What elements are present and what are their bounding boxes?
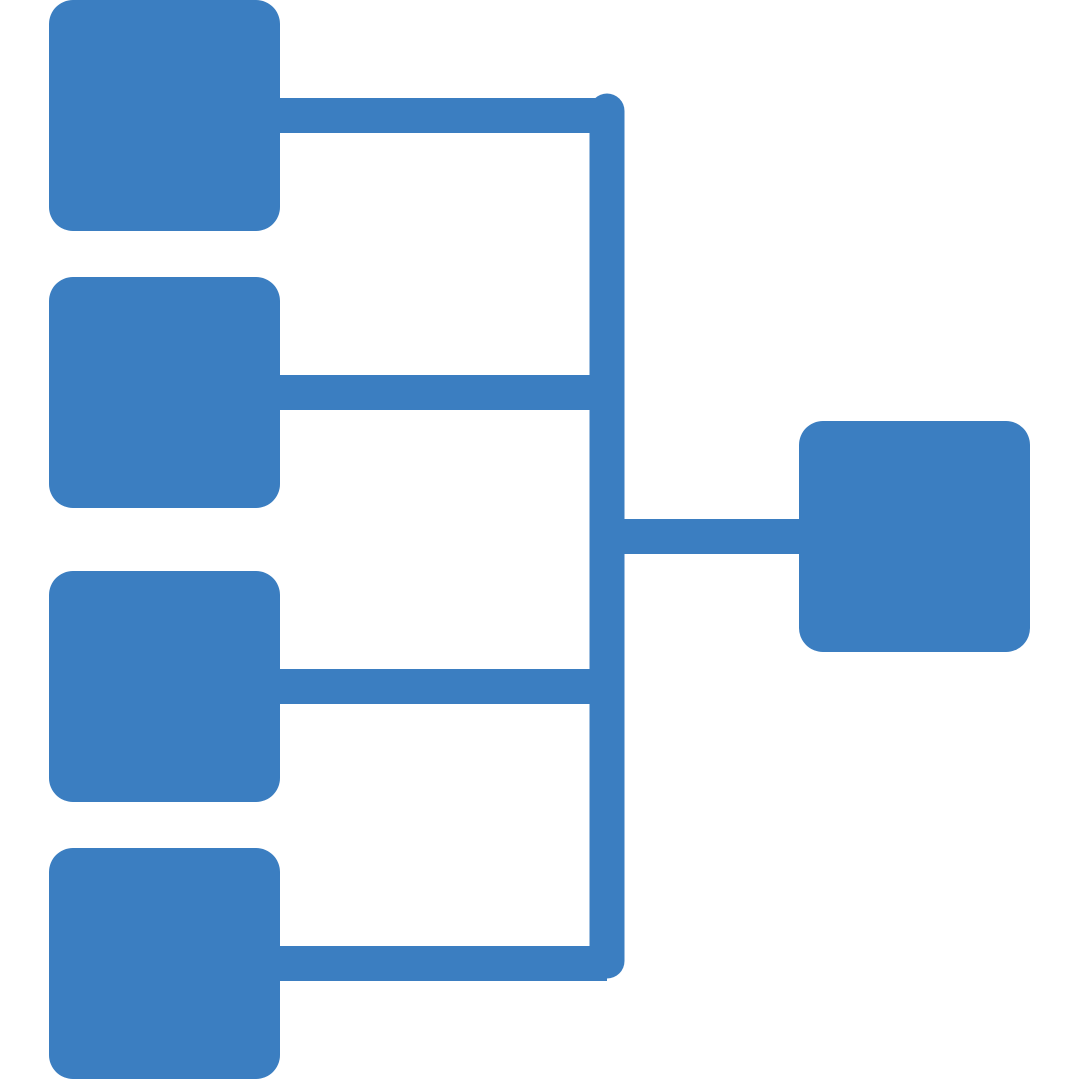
node-box-source-1 bbox=[49, 0, 280, 231]
node-box-target bbox=[799, 421, 1030, 652]
node-box-source-3 bbox=[49, 571, 280, 802]
node-box-source-2 bbox=[49, 277, 280, 508]
node-box-source-4 bbox=[49, 848, 280, 1079]
